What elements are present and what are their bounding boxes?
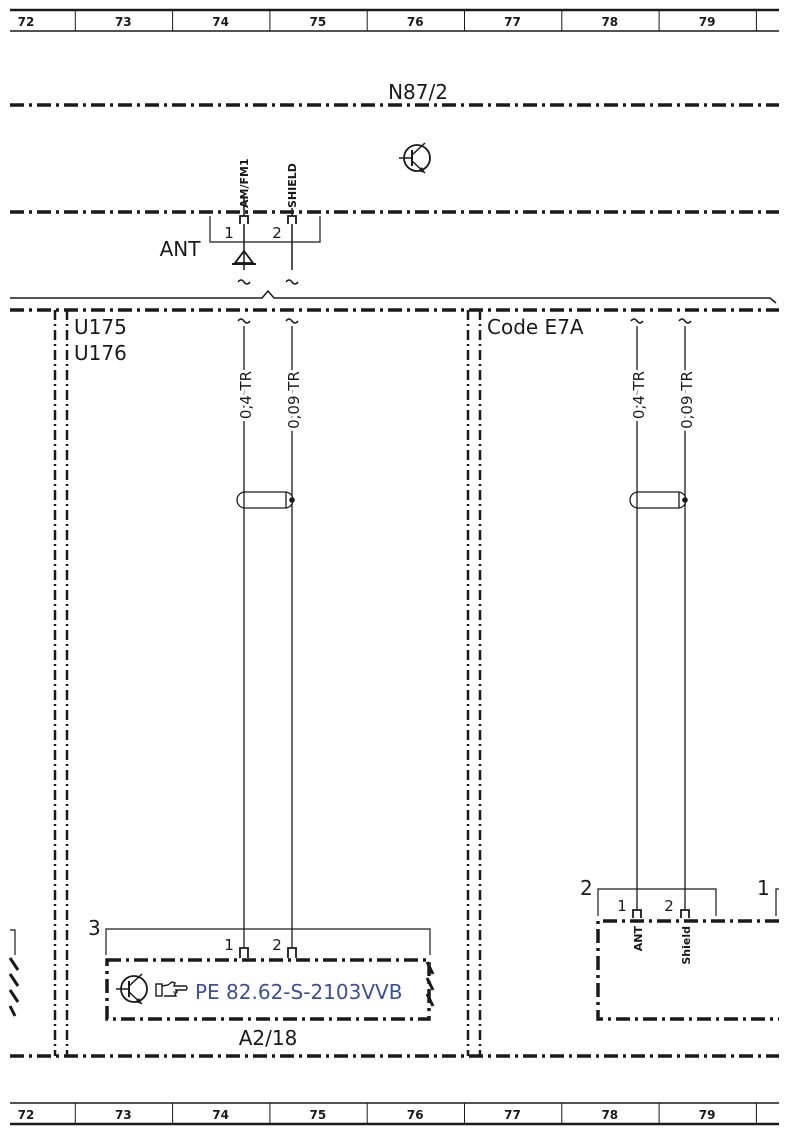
ruler-column-73: 73 xyxy=(115,15,132,29)
a2-18-pin-1-number: 1 xyxy=(224,936,234,954)
e7a-pin-1-terminal xyxy=(632,909,642,918)
e7a-connector-bracket xyxy=(597,888,717,916)
wire-break-icon xyxy=(678,318,692,324)
wire-break-icon xyxy=(237,279,251,285)
ant-connector-label: ANT xyxy=(160,237,202,261)
e7a-component-box xyxy=(596,919,779,1021)
e7a-pin-1-signal: ANT xyxy=(632,926,645,952)
a2-18-torn-edge xyxy=(425,961,435,1007)
ruler-column-79: 79 xyxy=(699,1108,716,1122)
ruler-column-76: 76 xyxy=(407,15,424,29)
n87-2-pin-2-number: 2 xyxy=(272,224,282,242)
wire-0-09-tr-label: 0,09 TR xyxy=(678,371,696,429)
n87-2-component: N87/2 AM/FM1 SHIELD 1 2 ANT xyxy=(10,80,779,285)
ruler-column-74: 74 xyxy=(212,15,229,29)
e7a-connector-number: 2 xyxy=(580,876,593,900)
pointing-hand-icon[interactable] xyxy=(155,981,188,997)
ruler-column-75: 75 xyxy=(310,15,327,29)
a2-18-pin-2-number: 2 xyxy=(272,936,282,954)
n87-2-pin-2-signal: SHIELD xyxy=(286,163,299,208)
wire-0-09-tr-label: 0,09 TR xyxy=(285,371,303,429)
zone-boundaries xyxy=(10,308,779,1058)
ruler-column-72: 72 xyxy=(18,1108,35,1122)
next-connector-number: 1 xyxy=(757,876,770,900)
twisted-pair-shield-icon xyxy=(236,491,295,509)
e7a-pin-1-number: 1 xyxy=(617,897,627,915)
wire-break-icon xyxy=(630,318,644,324)
transistor-icon xyxy=(116,973,148,1005)
ruler-column-78: 78 xyxy=(601,15,618,29)
far-left-clipped-component xyxy=(8,929,20,1017)
ruler-column-73: 73 xyxy=(115,1108,132,1122)
wire-0-4-tr-label: 0,4 TR xyxy=(630,371,648,419)
code-e7a: Code E7A xyxy=(487,315,584,339)
code-u175: U175 xyxy=(74,315,127,339)
ruler-column-79: 79 xyxy=(699,15,716,29)
ruler-column-74: 74 xyxy=(212,1108,229,1122)
a2-18-pin-2-terminal xyxy=(287,947,297,958)
a2-18-pin-1-terminal xyxy=(239,947,249,958)
wire-0-4-tr-label: 0,4 TR xyxy=(237,371,255,419)
antenna-icon xyxy=(232,224,256,270)
ruler-column-76: 76 xyxy=(407,1108,424,1122)
n87-2-pin-1-terminal xyxy=(239,196,249,224)
ruler-column-75: 75 xyxy=(310,1108,327,1122)
n87-2-pin-1-number: 1 xyxy=(224,224,234,242)
left-zone: U175 U176 0,4 TR 0,09 TR 3 1 2 xyxy=(74,315,435,1050)
wire-break-icon xyxy=(237,318,251,324)
a2-18-label: A2/18 xyxy=(239,1026,298,1050)
ruler-column-77: 77 xyxy=(504,15,521,29)
a2-18-connector-bracket xyxy=(105,928,431,955)
bottom-ruler: 72 73 74 75 76 77 78 79 xyxy=(10,1102,779,1126)
top-ruler: 72 73 74 75 76 77 78 79 xyxy=(10,8,779,32)
n87-2-connector-bracket xyxy=(209,216,321,243)
wire-break-icon xyxy=(285,318,299,324)
e7a-pin-2-terminal xyxy=(680,909,690,918)
n87-2-pin-1-signal: AM/FM1 xyxy=(238,158,251,208)
transistor-icon xyxy=(399,142,431,174)
wire-break-icon xyxy=(285,279,299,285)
n87-2-pin-2-terminal xyxy=(287,208,297,224)
ruler-column-78: 78 xyxy=(601,1108,618,1122)
twisted-pair-shield-icon xyxy=(629,491,688,509)
next-connector-bracket xyxy=(775,888,779,916)
e7a-pin-2-signal: Shield xyxy=(680,926,693,965)
n87-2-label: N87/2 xyxy=(388,80,448,104)
right-zone: Code E7A 0,4 TR 0,09 TR 2 1 2 ANT Shield… xyxy=(487,315,779,1021)
code-u176: U176 xyxy=(74,341,127,365)
pe-reference-link[interactable]: PE 82.62-S-2103VVB xyxy=(195,980,402,1004)
ruler-column-77: 77 xyxy=(504,1108,521,1122)
ruler-column-72: 72 xyxy=(18,15,35,29)
a2-18-connector-number: 3 xyxy=(88,916,101,940)
variant-brace xyxy=(10,289,777,304)
a2-18-component-box xyxy=(105,958,431,1021)
e7a-pin-2-number: 2 xyxy=(664,897,674,915)
